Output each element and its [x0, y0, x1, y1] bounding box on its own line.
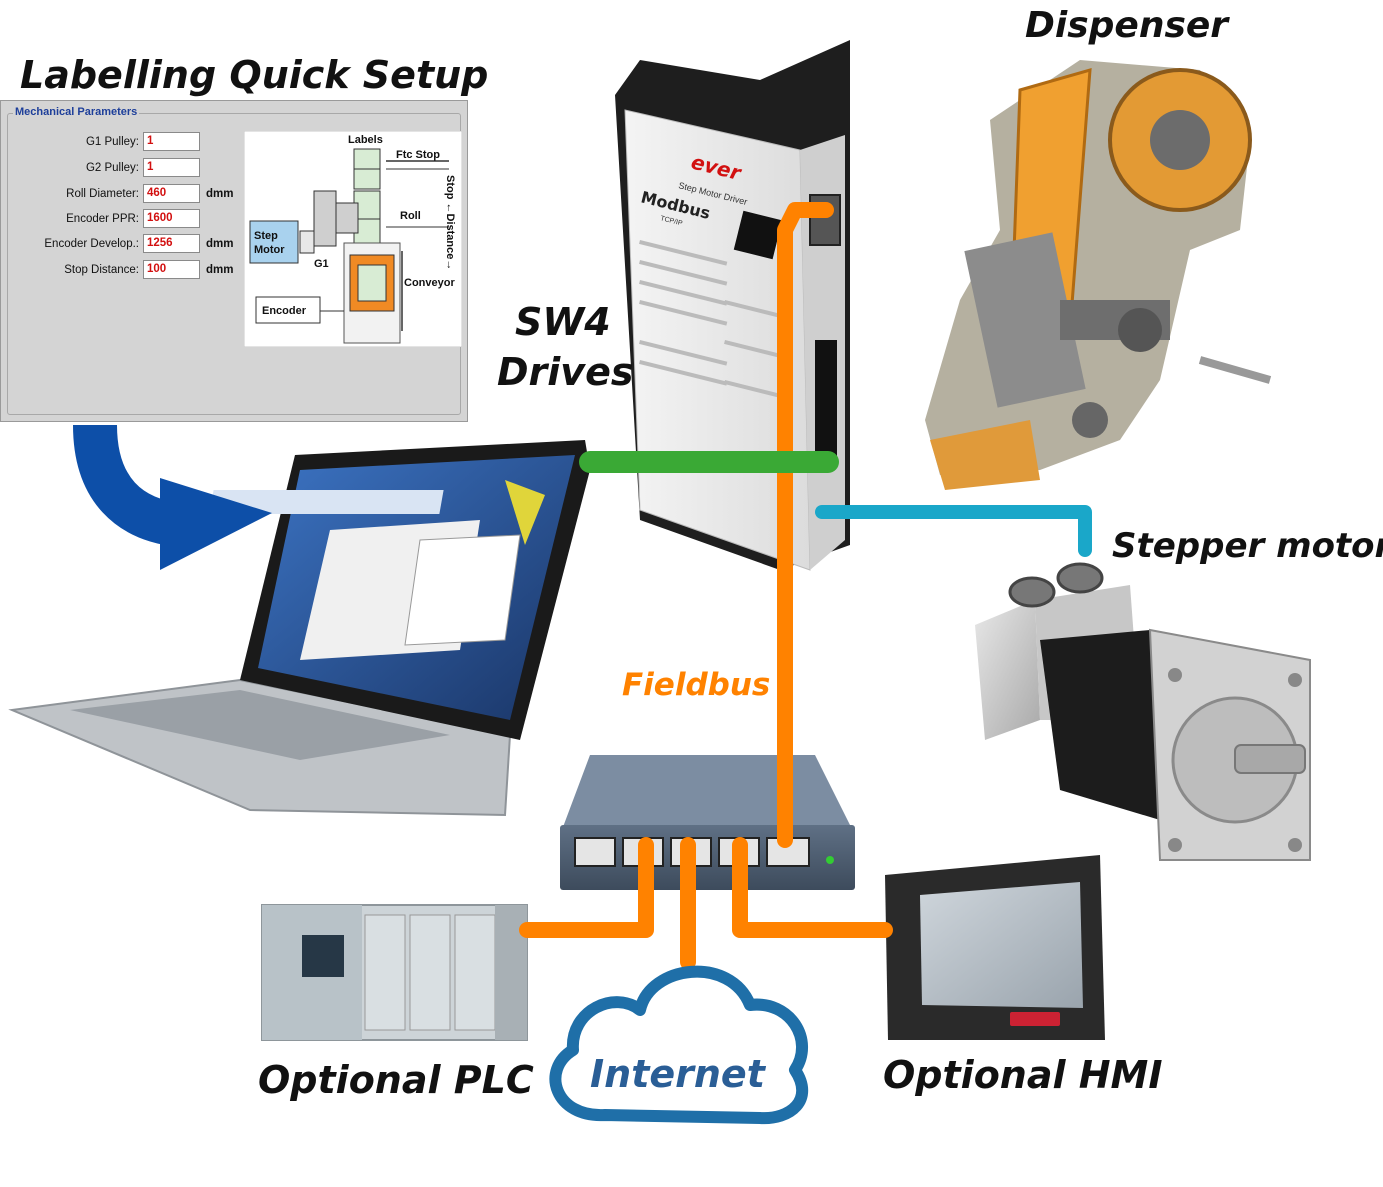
- param-row-stop-distance: Stop Distance: 100 dmm: [1, 260, 241, 282]
- param-row-g2-pulley: G2 Pulley: 1: [1, 158, 241, 180]
- sw4-drive-image: ever Step Motor Driver Modbus TCP/IP: [615, 40, 850, 571]
- drive-label-line2: Drives: [497, 350, 633, 394]
- mechanical-parameters-title: Mechanical Parameters: [13, 106, 140, 118]
- param-row-g1-pulley: G1 Pulley: 1: [1, 132, 241, 154]
- roll-diameter-input[interactable]: 460: [143, 184, 200, 203]
- param-row-encoder-develop: Encoder Develop.: 1256 dmm: [1, 234, 241, 256]
- fieldbus-label: Fieldbus: [622, 667, 770, 703]
- step-motor-text-1: Step: [254, 230, 278, 242]
- param-label: G2 Pulley:: [85, 162, 139, 174]
- conveyor-text: Conveyor: [404, 277, 455, 289]
- drive-label-line1: SW4: [515, 300, 611, 344]
- stepper-label: Stepper motor: [1112, 526, 1383, 566]
- hmi-label: Optional HMI: [883, 1053, 1163, 1097]
- plc-image: [261, 904, 528, 1041]
- param-unit: dmm: [206, 238, 234, 250]
- fieldbus-cables: [519, 202, 893, 970]
- laptop-image: [8, 440, 590, 817]
- encoder-text: Encoder: [262, 305, 307, 317]
- internet-cloud-icon: [549, 965, 809, 1125]
- dispenser-image: [925, 60, 1272, 490]
- param-label: Roll Diameter:: [66, 188, 139, 200]
- network-switch-image: [560, 755, 855, 890]
- param-unit: dmm: [206, 264, 234, 276]
- param-unit: dmm: [206, 188, 234, 200]
- stepper-motor-image: [975, 562, 1311, 861]
- dispenser-label: Dispenser: [1025, 5, 1230, 46]
- quick-setup-title: Labelling Quick Setup: [20, 53, 488, 97]
- roll-text: Roll: [400, 210, 421, 222]
- encoder-develop-input[interactable]: 1256: [143, 234, 200, 253]
- g1-pulley-input[interactable]: 1: [143, 132, 200, 151]
- param-label: G1 Pulley:: [85, 136, 139, 148]
- g2-pulley-input[interactable]: 1: [143, 158, 200, 177]
- mechanism-diagram: Labels Ftc Stop Stop ←Distance→ Roll Ste…: [244, 131, 462, 347]
- param-label: Encoder Develop.:: [44, 238, 139, 250]
- encoder-ppr-input[interactable]: 1600: [143, 209, 200, 228]
- stop-distance-text: Stop ←Distance→: [444, 175, 456, 270]
- setup-arrow-icon: [73, 424, 272, 570]
- quick-setup-panel: Mechanical Parameters G1 Pulley: 1 G2 Pu…: [0, 100, 468, 422]
- g1-text: G1: [314, 258, 329, 270]
- param-label: Encoder PPR:: [66, 213, 139, 225]
- labels-text: Labels: [348, 134, 383, 146]
- motor-cable-blue: [815, 505, 1092, 557]
- param-row-encoder-ppr: Encoder PPR: 1600: [1, 209, 241, 231]
- hmi-image: [885, 855, 1105, 1040]
- param-row-roll-diameter: Roll Diameter: 460 dmm: [1, 184, 241, 206]
- step-motor-text-2: Motor: [254, 244, 285, 256]
- param-label: Stop Distance:: [64, 264, 139, 276]
- stop-distance-input[interactable]: 100: [143, 260, 200, 279]
- ftc-stop-text: Ftc Stop: [396, 149, 440, 161]
- plc-label: Optional PLC: [258, 1058, 534, 1102]
- internet-label: Internet: [590, 1052, 767, 1096]
